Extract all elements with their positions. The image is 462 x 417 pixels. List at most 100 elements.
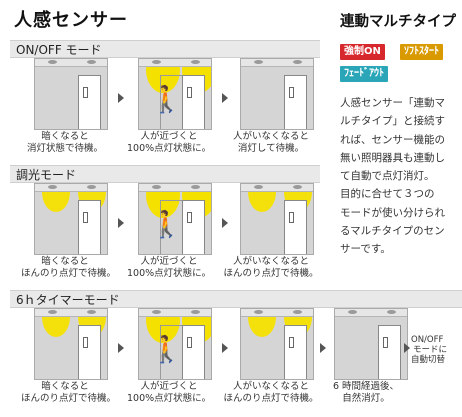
door-handle bbox=[289, 212, 294, 223]
person-walking-icon: 🚶 bbox=[150, 85, 183, 115]
ceiling-lamp-icon bbox=[48, 310, 57, 314]
scene-caption: 暗くなると消灯状態で待機。 bbox=[26, 131, 103, 154]
door-icon bbox=[182, 75, 205, 129]
scene-caption: 6 時間経過後、自然消灯。 bbox=[332, 381, 400, 404]
door-icon bbox=[284, 325, 307, 379]
ceiling-lamp-icon bbox=[191, 60, 200, 64]
ceiling-band bbox=[335, 309, 407, 317]
scene-caption: 人がいなくなると消灯して待機。 bbox=[232, 131, 309, 154]
door-handle bbox=[383, 337, 388, 348]
person-walking-icon: 🚶 bbox=[150, 210, 183, 240]
lighting-scene bbox=[240, 183, 314, 255]
lighting-scene bbox=[240, 308, 314, 380]
ceiling-lamp-icon bbox=[152, 185, 161, 189]
ceiling-lamp-icon bbox=[87, 185, 96, 189]
ceiling-lamp-icon bbox=[191, 310, 200, 314]
ceiling-lamp-icon bbox=[152, 310, 161, 314]
ceiling-lamp-icon bbox=[254, 60, 263, 64]
door-handle bbox=[83, 337, 88, 348]
description-line: サーです。 bbox=[340, 243, 391, 256]
door-icon bbox=[378, 325, 401, 379]
lighting-scene: 🚶 bbox=[138, 58, 212, 130]
door-icon bbox=[78, 325, 101, 379]
scene-caption: 暗くなるとほんのり点灯で待機。 bbox=[21, 256, 117, 279]
auto-switch-label: ON/OFF モードに 自動切替 bbox=[411, 335, 448, 365]
door-handle bbox=[83, 212, 88, 223]
description-line: 目的に合せて３つの bbox=[340, 188, 435, 201]
door-icon bbox=[78, 200, 101, 254]
door-icon bbox=[78, 75, 101, 129]
door-icon bbox=[182, 200, 205, 254]
lighting-scene: 🚶 bbox=[138, 308, 212, 380]
ceiling-band bbox=[139, 309, 211, 317]
ceiling-lamp-icon bbox=[48, 185, 57, 189]
section-onoff-header: ON/OFF モード bbox=[10, 40, 320, 58]
lighting-scene bbox=[34, 58, 108, 130]
arrow-right-icon bbox=[222, 93, 228, 103]
ceiling-band bbox=[139, 59, 211, 67]
door-handle bbox=[187, 87, 192, 98]
arrow-right-icon bbox=[222, 343, 228, 353]
ceiling-band bbox=[35, 184, 107, 192]
section-timer-header: 6ｈタイマーモード bbox=[10, 290, 462, 308]
ceiling-band bbox=[35, 309, 107, 317]
ceiling-lamp-icon bbox=[87, 60, 96, 64]
door-icon bbox=[284, 200, 307, 254]
ceiling-band bbox=[241, 59, 313, 67]
ceiling-lamp-icon bbox=[293, 185, 302, 189]
ceiling-lamp-icon bbox=[254, 185, 263, 189]
lighting-scene bbox=[240, 58, 314, 130]
arrow-right-icon bbox=[118, 218, 124, 228]
ceiling-lamp-icon bbox=[87, 310, 96, 314]
ceiling-lamp-icon bbox=[293, 60, 302, 64]
ceiling-lamp-icon bbox=[48, 60, 57, 64]
ceiling-lamp-icon bbox=[254, 310, 263, 314]
lighting-scene: 🚶 bbox=[138, 183, 212, 255]
ceiling-band bbox=[139, 184, 211, 192]
door-icon bbox=[284, 75, 307, 129]
arrow-right-icon bbox=[320, 343, 326, 353]
person-walking-icon: 🚶 bbox=[150, 335, 183, 365]
description-line: るマルチタイプのセン bbox=[340, 225, 445, 238]
ceiling-band bbox=[241, 184, 313, 192]
description-line: ルチタイプ」と接続す bbox=[340, 115, 445, 128]
scene-caption: 人がいなくなるとほんのり点灯で待機。 bbox=[223, 381, 319, 404]
description-line: モードが使い分けられ bbox=[340, 206, 445, 219]
lighting-scene bbox=[34, 183, 108, 255]
badge-force-on: 強制ON bbox=[340, 44, 385, 60]
arrow-right-icon bbox=[118, 93, 124, 103]
arrow-right-icon bbox=[222, 218, 228, 228]
scene-caption: 人がいなくなるとほんのり点灯で待機。 bbox=[223, 256, 319, 279]
product-type-title: 連動マルチタイプ bbox=[340, 14, 456, 30]
door-icon bbox=[182, 325, 205, 379]
door-handle bbox=[187, 212, 192, 223]
description-line: 無い照明器具も連動し bbox=[340, 151, 445, 164]
scene-caption: 暗くなるとほんのり点灯で待機。 bbox=[21, 381, 117, 404]
ceiling-lamp-icon bbox=[387, 310, 396, 314]
page-title: 人感センサー bbox=[14, 10, 128, 31]
description: 人感センサー「連動マ ルチタイプ」と接続す れば、センサー機能の 無い照明器具も… bbox=[340, 94, 462, 259]
ceiling-lamp-icon bbox=[348, 310, 357, 314]
ceiling-band bbox=[35, 59, 107, 67]
description-line: れば、センサー機能の bbox=[340, 133, 445, 146]
ceiling-lamp-icon bbox=[293, 310, 302, 314]
arrow-right-icon bbox=[118, 343, 124, 353]
arrow-right-icon bbox=[404, 343, 410, 353]
description-line: て自動で点灯消灯。 bbox=[340, 170, 435, 183]
door-handle bbox=[187, 337, 192, 348]
lighting-scene bbox=[34, 308, 108, 380]
lighting-scene bbox=[334, 308, 408, 380]
door-handle bbox=[289, 87, 294, 98]
section-dimming-header: 調光モード bbox=[10, 165, 320, 183]
description-line: 人感センサー「連動マ bbox=[340, 97, 445, 109]
door-handle bbox=[289, 337, 294, 348]
door-handle bbox=[83, 87, 88, 98]
ceiling-lamp-icon bbox=[191, 185, 200, 189]
ceiling-band bbox=[241, 309, 313, 317]
ceiling-lamp-icon bbox=[152, 60, 161, 64]
badge-soft-start: ｿﾌﾄｽﾀｰﾄ bbox=[400, 44, 443, 60]
badge-fade-out: ﾌｪｰﾄﾞｱｳﾄ bbox=[340, 66, 388, 82]
